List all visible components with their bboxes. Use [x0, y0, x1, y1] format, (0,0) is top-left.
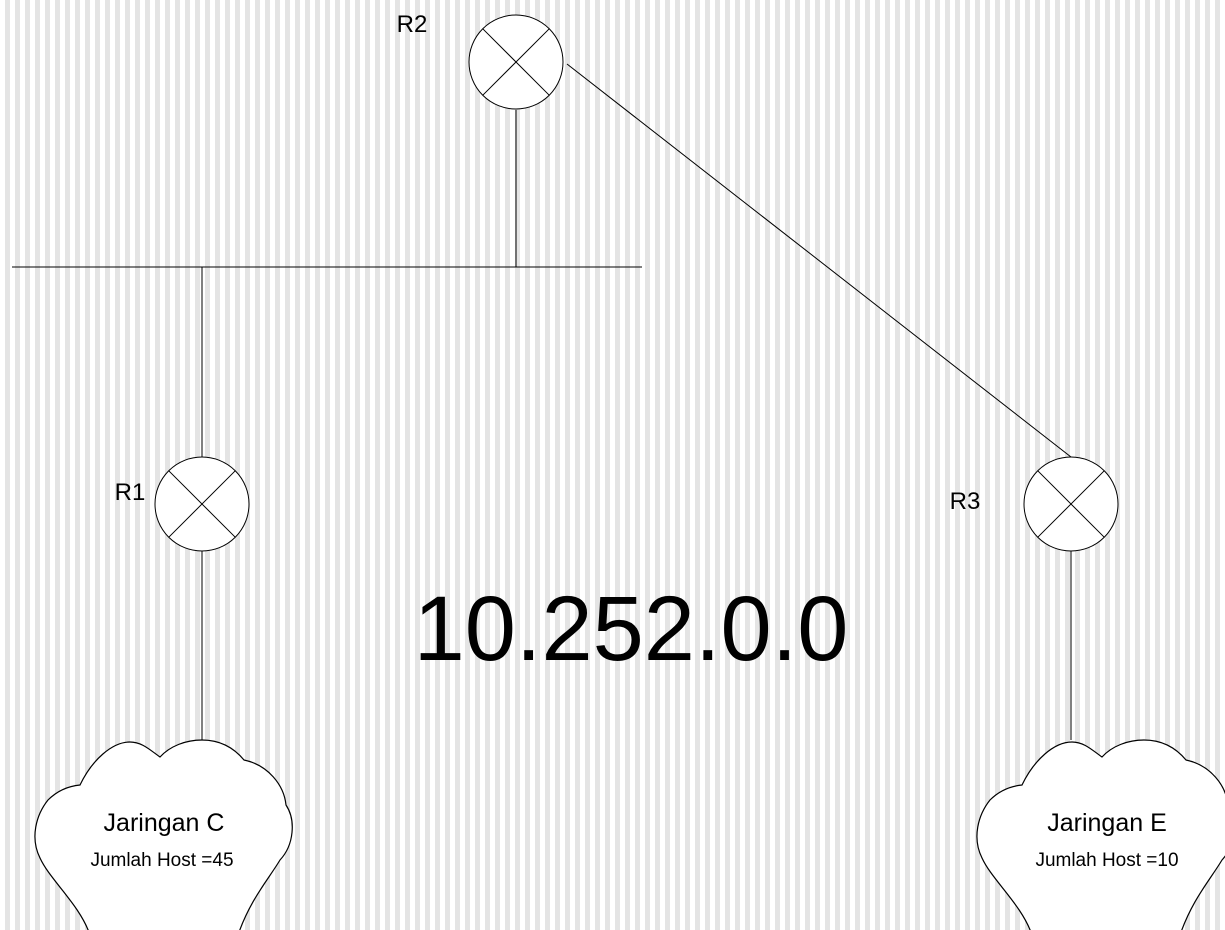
- network-address-label: 10.252.0.0: [414, 578, 849, 680]
- router-label-r1: R1: [115, 479, 146, 506]
- cloud-icon: [976, 739, 1225, 930]
- network-hosts-c: Jumlah Host =45: [90, 850, 233, 871]
- router-icon: [154, 456, 250, 552]
- cloud-icon: [34, 739, 293, 930]
- router-icon: [468, 14, 564, 110]
- network-name-c: Jaringan C: [104, 809, 225, 837]
- network-hosts-e: Jumlah Host =10: [1035, 850, 1178, 871]
- router-label-r2: R2: [397, 11, 428, 38]
- network-name-e: Jaringan E: [1047, 809, 1167, 837]
- link-r2-r3: [566, 63, 1072, 458]
- router-label-r3: R3: [950, 488, 981, 515]
- links: [12, 63, 1072, 740]
- network-cloud-e[interactable]: Jaringan E Jumlah Host =10: [976, 739, 1225, 930]
- router-r2[interactable]: [468, 14, 564, 110]
- router-r3[interactable]: [1023, 456, 1119, 552]
- router-r1[interactable]: [154, 456, 250, 552]
- router-icon: [1023, 456, 1119, 552]
- network-cloud-c[interactable]: Jaringan C Jumlah Host =45: [34, 739, 293, 930]
